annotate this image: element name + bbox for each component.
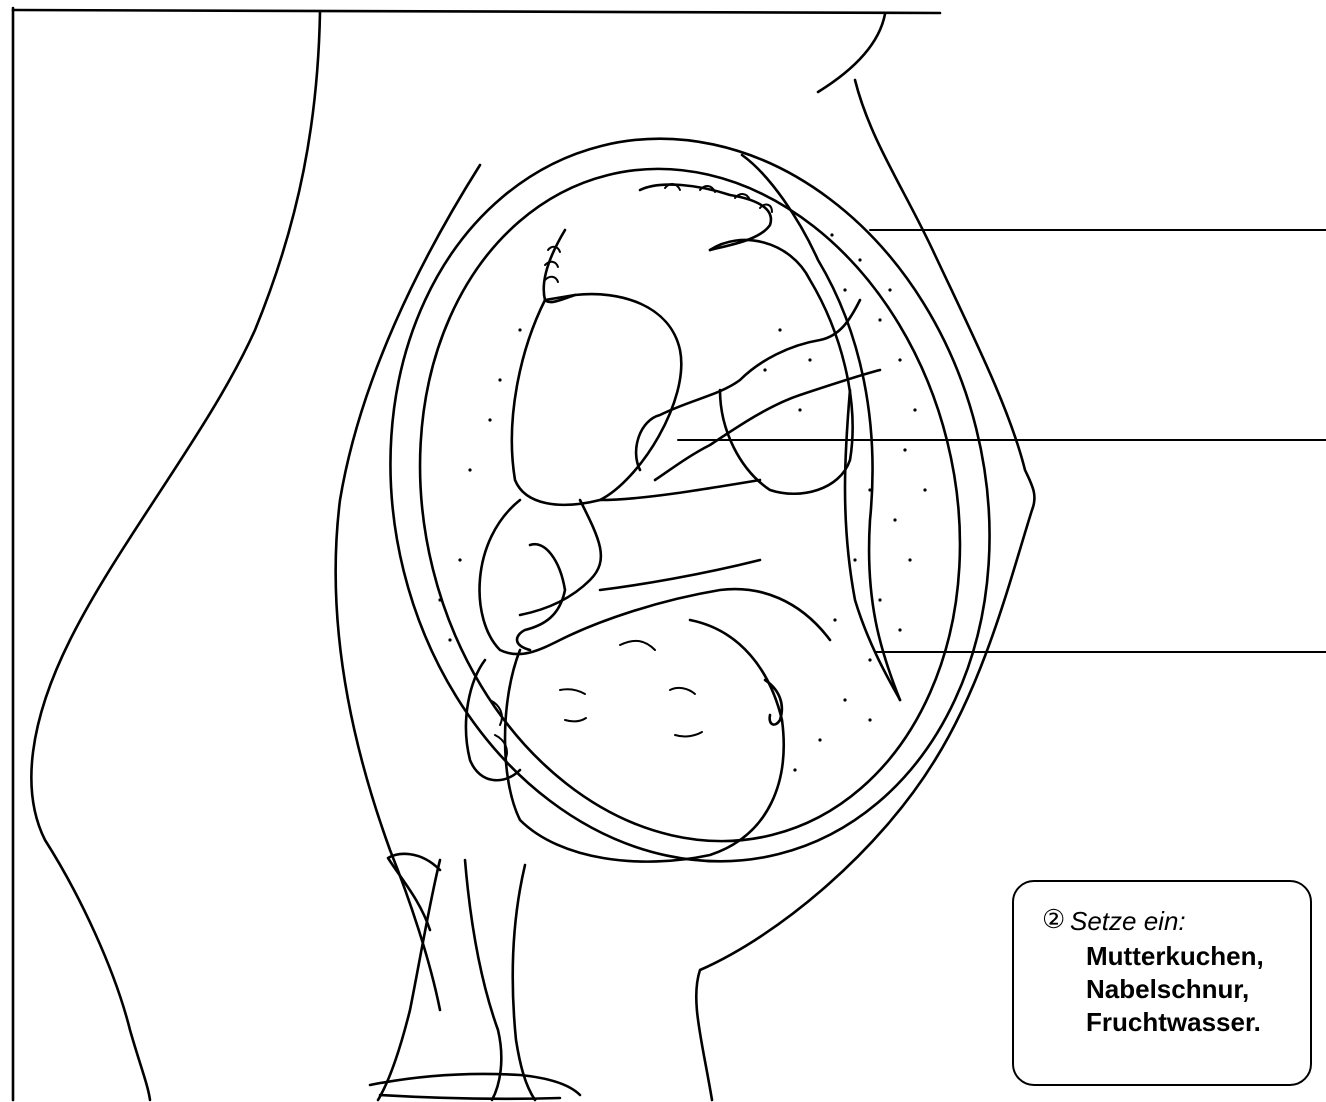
uterus-walls	[315, 74, 1064, 925]
birth-canal	[370, 854, 580, 1100]
fetus	[466, 184, 853, 862]
task-instruction: Setze ein:	[1070, 906, 1186, 937]
task-word: Mutterkuchen,	[1086, 940, 1264, 973]
task-box: ② Setze ein: Mutterkuchen, Nabelschnur, …	[1012, 880, 1312, 1086]
task-word-list: Mutterkuchen, Nabelschnur, Fruchtwasser.	[1086, 940, 1264, 1039]
task-word: Nabelschnur,	[1086, 973, 1264, 1006]
umbilical-cord	[636, 300, 880, 480]
task-number: ②	[1042, 904, 1065, 935]
label-lines	[678, 230, 1326, 652]
task-word: Fruchtwasser.	[1086, 1006, 1264, 1039]
